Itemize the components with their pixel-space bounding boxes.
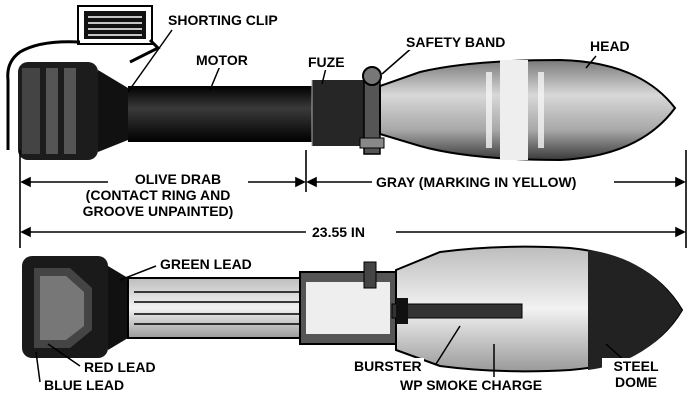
leaders-top xyxy=(127,29,597,93)
label-olive-drab-3: GROOVE UNPAINTED) xyxy=(56,203,260,219)
label-red-lead: RED LEAD xyxy=(82,359,158,375)
label-steel-dome: STEEL xyxy=(602,358,670,374)
leaders-bottom xyxy=(35,265,627,383)
head-marking xyxy=(486,72,544,148)
label-wp-smoke-charge: WP SMOKE CHARGE xyxy=(398,377,545,393)
shorting-clip xyxy=(6,5,161,150)
safety-band xyxy=(359,66,385,155)
label-blue-lead: BLUE LEAD xyxy=(42,377,127,393)
head-band xyxy=(500,60,528,160)
label-safety-band: SAFETY BAND xyxy=(404,34,508,50)
label-shorting-clip: SHORTING CLIP xyxy=(166,12,280,28)
label-green-lead: GREEN LEAD xyxy=(158,256,254,272)
label-olive-drab: OLIVE DRAB xyxy=(108,171,248,187)
label-burster: BURSTER xyxy=(352,358,424,374)
label-motor: MOTOR xyxy=(194,52,250,68)
label-head: HEAD xyxy=(588,38,632,54)
motor-rear xyxy=(18,62,128,160)
label-olive-drab-2: (CONTACT RING AND xyxy=(56,187,260,203)
label-steel-dome-2: DOME xyxy=(602,374,670,390)
dimension-lines xyxy=(19,150,687,248)
label-length: 23.55 IN xyxy=(310,224,367,240)
label-gray: GRAY (MARKING IN YELLOW) xyxy=(374,174,579,190)
section-view xyxy=(22,245,684,373)
fuze-body xyxy=(312,80,368,146)
label-fuze: FUZE xyxy=(306,54,347,70)
motor-tube xyxy=(128,86,312,142)
